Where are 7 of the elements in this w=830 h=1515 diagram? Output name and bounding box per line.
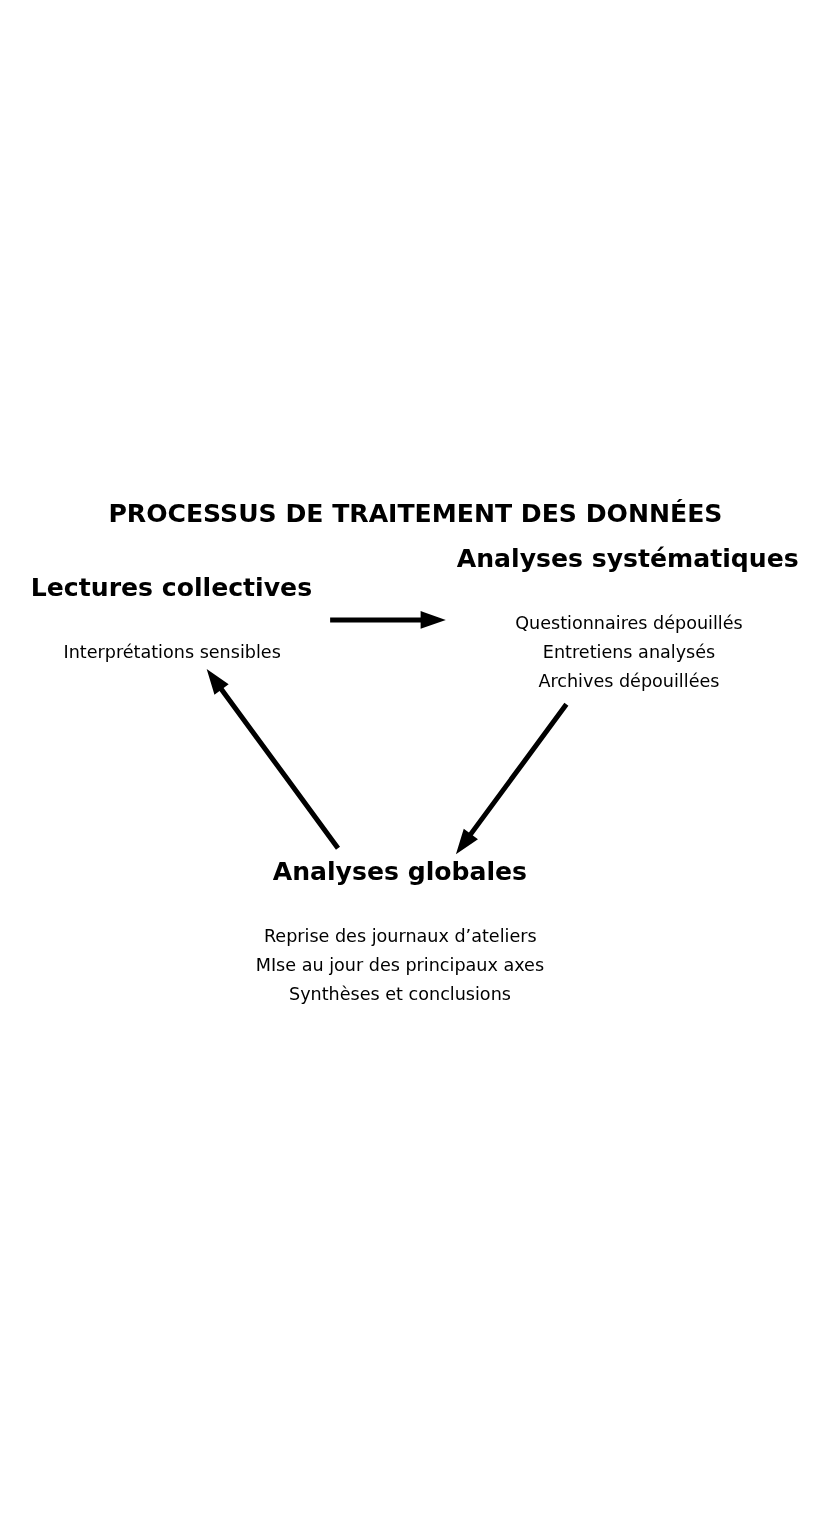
node-text: Analyses systématiques Questionnaires dépouillés Entretiens analysés Archives dépouillées: [456, 544, 799, 691]
arrow: [206, 669, 341, 850]
arrow: [330, 611, 446, 629]
node-text: Analyses globales Reprise des journaux d’ateliers MIse au jour des principaux axes Synthèses et conclusions: [255, 857, 545, 1004]
diagram-title: PROCESSUS DE TRAITEMENT DES DONNÉES: [108, 498, 723, 528]
node-text: Lectures collectives Interprétations sensibles: [30, 573, 313, 662]
arrow: [455, 702, 569, 855]
